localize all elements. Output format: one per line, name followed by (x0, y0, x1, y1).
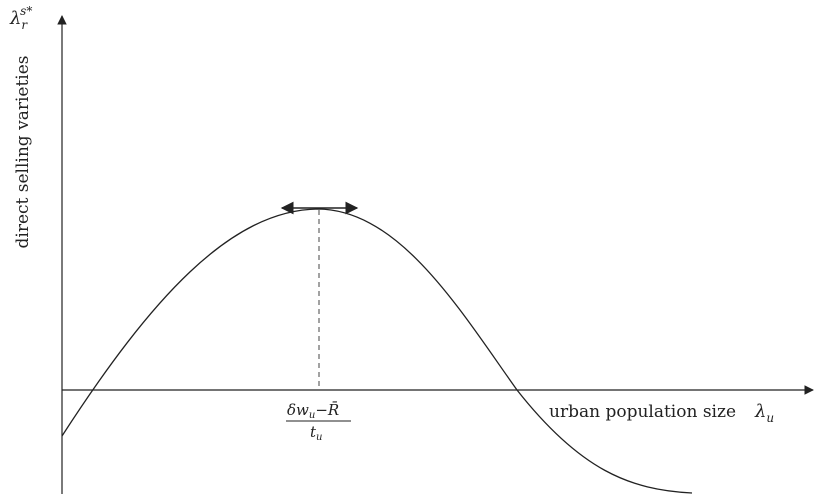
x-axis-label: urban population size (549, 402, 736, 422)
fraction-denominator: tu (310, 423, 322, 443)
direct-selling-curve (61, 208, 693, 494)
y-axis-symbol: λrs* (9, 4, 32, 32)
peak-location-fraction: δwu−R̄ tu (286, 401, 351, 443)
fraction-numerator: δwu−R̄ (287, 401, 339, 421)
y-axis-label: direct selling varieties (13, 55, 33, 248)
x-axis-symbol: λu (754, 401, 774, 425)
